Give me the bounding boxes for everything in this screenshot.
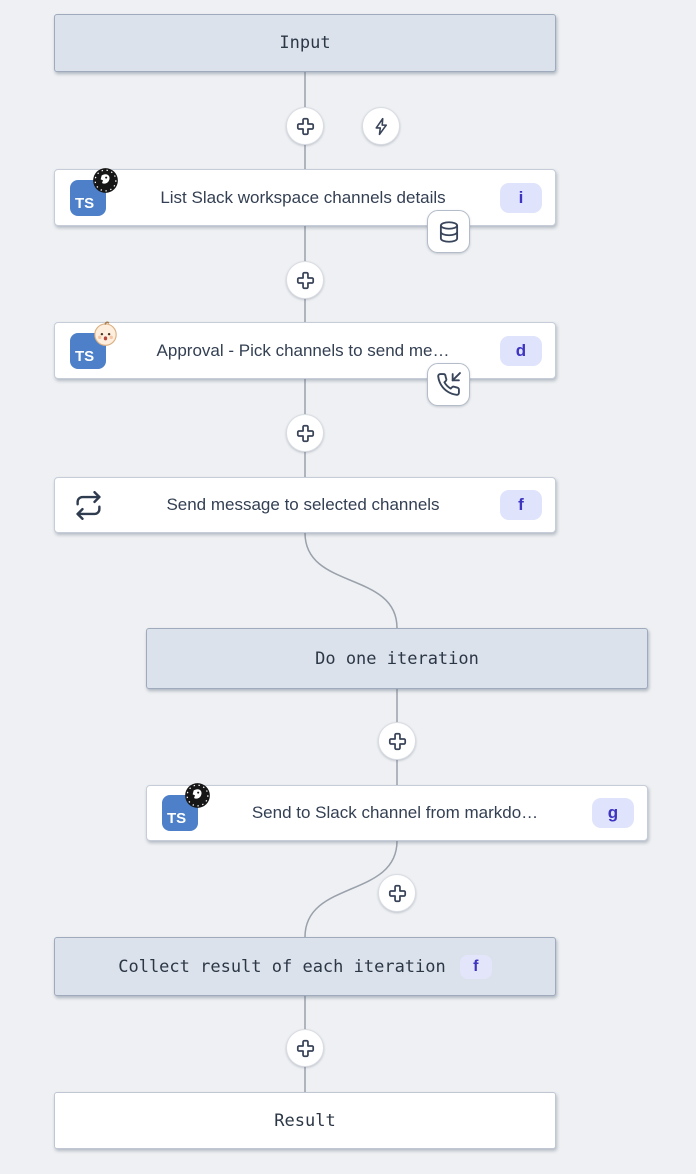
- node-icon-wrap: TS: [70, 321, 117, 369]
- add-step-button-1[interactable]: [286, 107, 324, 145]
- node-title: Approval - Pick channels to send me…: [156, 340, 450, 360]
- node-list-slack-channels[interactable]: TS List Slack workspace channels details…: [54, 167, 556, 226]
- node-label: Collect result of each iteration: [118, 956, 446, 977]
- node-label: Result: [274, 1110, 336, 1131]
- add-step-button-2[interactable]: [286, 261, 324, 299]
- phone-incoming-icon: [437, 372, 461, 396]
- plus-icon: [388, 884, 406, 902]
- letter-badge: f: [500, 490, 542, 520]
- node-input[interactable]: Input: [54, 14, 556, 72]
- dark-logo-icon: [93, 167, 118, 193]
- plus-icon: [296, 1039, 314, 1057]
- node-icon-wrap: TS: [70, 167, 118, 216]
- node-do-one-iteration[interactable]: Do one iteration: [146, 628, 648, 689]
- dark-logo-icon: [185, 783, 210, 808]
- node-send-to-slack-markdown[interactable]: TS Send to Slack channel from markdo… g: [146, 783, 648, 841]
- letter-badge: i: [500, 182, 542, 213]
- node-result[interactable]: Result: [54, 1092, 556, 1149]
- add-step-button-4[interactable]: [378, 722, 416, 760]
- plus-icon: [296, 271, 314, 289]
- node-title: List Slack workspace channels details: [160, 187, 446, 207]
- add-step-button-3[interactable]: [286, 414, 324, 452]
- database-attachment-button[interactable]: [427, 210, 470, 253]
- repeat-icon: [75, 490, 101, 520]
- node-icon-wrap: TS: [162, 783, 210, 831]
- add-step-button-5[interactable]: [378, 874, 416, 912]
- letter-badge: f: [459, 954, 492, 979]
- node-title: Send to Slack channel from markdo…: [251, 803, 539, 822]
- node-icon-wrap: [70, 487, 106, 523]
- node-label: Input: [279, 33, 331, 53]
- add-step-button-6[interactable]: [286, 1029, 324, 1067]
- plus-icon: [296, 424, 314, 442]
- letter-badge: d: [500, 335, 542, 366]
- trigger-lightning-button[interactable]: [362, 107, 400, 145]
- baby-face-icon: [94, 321, 117, 346]
- plus-icon: [296, 117, 314, 135]
- node-approval-pick-channels[interactable]: TS Approval - Pick channels to send me… …: [54, 321, 556, 379]
- lightning-icon: [374, 117, 387, 135]
- node-title: Send message to selected channels: [166, 495, 440, 514]
- typescript-icon: TS: [162, 795, 198, 831]
- node-collect-result[interactable]: Collect result of each iteration f: [54, 937, 556, 996]
- database-icon: [439, 220, 458, 243]
- node-label: Do one iteration: [315, 648, 479, 669]
- node-send-message[interactable]: Send message to selected channels f: [54, 477, 556, 533]
- letter-badge: g: [592, 798, 634, 828]
- plus-icon: [388, 732, 406, 750]
- phone-attachment-button[interactable]: [427, 363, 470, 406]
